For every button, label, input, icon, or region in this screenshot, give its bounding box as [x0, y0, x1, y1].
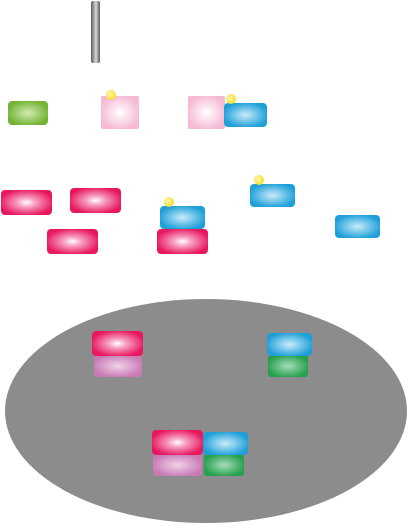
complex-1-magenta [92, 331, 143, 356]
complex-2-cyan [267, 333, 312, 356]
cyan-block-mid [160, 206, 205, 229]
cyan-block-right [250, 184, 295, 207]
gray-ellipse [5, 299, 407, 523]
complex-1-mauve [94, 355, 142, 377]
magenta-block-4 [157, 229, 208, 254]
green-block [8, 101, 48, 125]
magenta-block-2 [70, 188, 121, 213]
complex-3-cyan [203, 432, 248, 455]
pale-pink-block-2 [188, 96, 225, 129]
yellow-ligand-dot-3 [164, 197, 174, 207]
complex-3-magenta [152, 430, 203, 455]
yellow-ligand-dot-4 [254, 175, 264, 185]
magenta-block-3 [47, 229, 98, 254]
complex-3-mauve [153, 454, 202, 476]
complex-2-green [268, 355, 308, 377]
magenta-block-1 [1, 190, 52, 215]
cyan-block-far [335, 215, 380, 238]
cyan-block-top [224, 103, 267, 127]
yellow-ligand-dot-1 [106, 90, 116, 100]
complex-3-green [204, 454, 244, 476]
yellow-ligand-dot-2 [226, 94, 236, 104]
gray-bar [91, 1, 100, 63]
pale-pink-block-1 [101, 96, 139, 129]
